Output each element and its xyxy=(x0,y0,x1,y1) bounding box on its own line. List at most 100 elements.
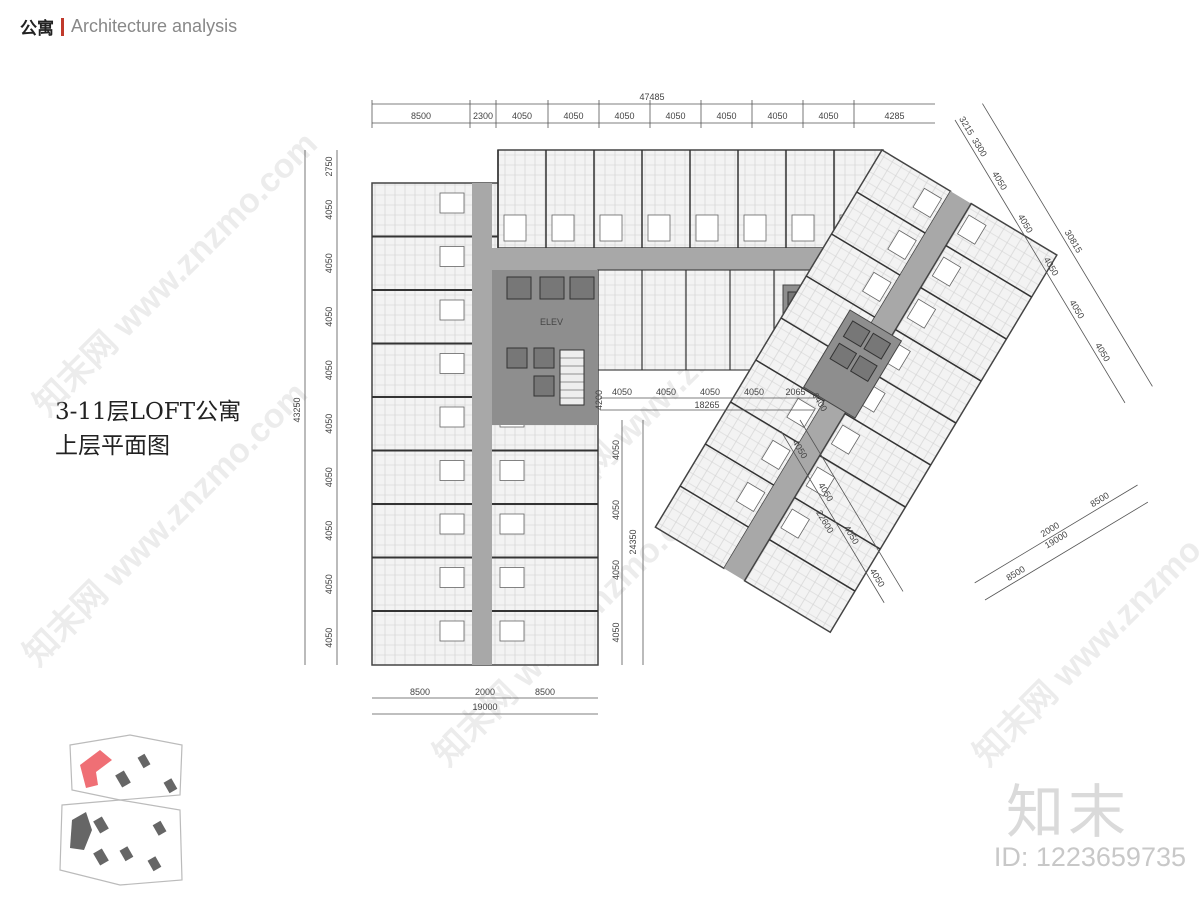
dim-bottom-seg: 2000 xyxy=(475,687,495,697)
bathroom xyxy=(695,214,719,242)
dim-bottom-seg: 8500 xyxy=(410,687,430,697)
dim-total-top: 47485 xyxy=(639,92,664,102)
bathroom xyxy=(957,214,987,245)
room-wall xyxy=(869,370,957,424)
dim-left-seg: 4050 xyxy=(324,521,334,541)
room-wall xyxy=(794,496,881,550)
dim-left-seg: 4050 xyxy=(324,628,334,648)
room-wall xyxy=(679,485,750,528)
dim-mid-seg: 4050 xyxy=(612,387,632,397)
dim-mid-seg: 4050 xyxy=(656,387,676,397)
dim-total-left: 43250 xyxy=(292,397,302,422)
bathroom xyxy=(830,424,861,455)
dim-right-seg: 3215 xyxy=(957,115,976,137)
bathroom xyxy=(647,214,671,242)
bathroom xyxy=(551,214,575,242)
room-wall xyxy=(730,401,800,444)
dim-left-seg: 4050 xyxy=(324,307,334,327)
bottom-dimension: 8500 2000 8500 19000 xyxy=(372,687,598,715)
bathroom xyxy=(439,406,465,428)
bathroom xyxy=(499,620,525,642)
dim-mid-seg: 4050 xyxy=(700,387,720,397)
plan-title: 3-11层LOFT公寓上层平面图 xyxy=(55,399,242,459)
header-category: 公寓 xyxy=(20,19,54,39)
dim-bottom-seg: 8500 xyxy=(535,687,555,697)
room-wall xyxy=(895,328,982,382)
room-wall xyxy=(945,244,1033,298)
dim-left-seg: 4050 xyxy=(324,467,334,487)
bathroom xyxy=(786,397,816,428)
dim-left-seg: 4050 xyxy=(324,200,334,220)
dim-left-seg: 4050 xyxy=(324,360,334,380)
site-highlight xyxy=(80,750,112,788)
dim-left-seg: 2750 xyxy=(324,156,334,176)
dim-left-seg: 4050 xyxy=(324,253,334,273)
dim-top-seg: 4285 xyxy=(884,111,904,121)
dim-top-seg: 4050 xyxy=(818,111,838,121)
dim-top-seg: 4050 xyxy=(716,111,736,121)
dim-top-seg: 8500 xyxy=(411,111,431,121)
room-wall xyxy=(819,454,906,508)
left-dimension: 43250 2750 4050 4050 4050 4050 4050 4050 4050 40… xyxy=(292,150,338,665)
bathroom xyxy=(599,214,623,242)
bathroom xyxy=(499,460,525,481)
header-subtitle: Architecture analysis xyxy=(71,16,238,36)
dim-total-right: 30815 xyxy=(1063,228,1084,255)
dim-top-seg: 4050 xyxy=(767,111,787,121)
room-wall xyxy=(920,286,1007,340)
dim-inner-seg: 4050 xyxy=(611,440,621,460)
bathroom xyxy=(780,508,810,539)
bathroom xyxy=(439,246,465,267)
header-divider xyxy=(61,17,64,36)
room-wall xyxy=(844,412,932,466)
dim-top-seg: 4050 xyxy=(563,111,583,121)
dim-right-seg: 4050 xyxy=(1067,298,1086,320)
bathroom xyxy=(743,214,767,242)
dim-left-seg: 4050 xyxy=(324,574,334,594)
room-wall xyxy=(755,359,825,402)
bathroom xyxy=(805,466,836,497)
dim-inner-seg: 4050 xyxy=(611,622,621,642)
dim-inner-seg: 4050 xyxy=(611,500,621,520)
dim-right-seg: 4050 xyxy=(990,170,1009,192)
site-key-plan xyxy=(59,734,183,886)
dim-mid-seg: 4050 xyxy=(744,387,764,397)
brand-id: ID: 1223659735 xyxy=(993,842,1186,872)
bathroom xyxy=(439,353,465,374)
bathroom xyxy=(931,256,962,287)
dim-inner: 24350 xyxy=(628,529,638,554)
diagonal-core xyxy=(802,309,903,419)
brand-logo: 知末 xyxy=(1005,778,1130,846)
dim-total-mid: 18265 xyxy=(694,400,719,410)
bathroom xyxy=(439,513,465,535)
bathroom xyxy=(439,192,465,214)
bathroom xyxy=(439,567,465,588)
bathroom xyxy=(439,620,465,642)
bathroom xyxy=(761,439,791,470)
dim-bottom-total: 19000 xyxy=(472,702,497,712)
dim-mid-small: 4200 xyxy=(594,390,604,410)
dim-wing-bottom-seg: 8500 xyxy=(1089,490,1111,509)
dim-left-seg: 4050 xyxy=(324,414,334,434)
bathroom xyxy=(499,567,525,588)
room-wall xyxy=(831,233,901,276)
bathroom xyxy=(791,214,815,242)
bathroom xyxy=(503,214,527,242)
bathroom xyxy=(735,481,766,512)
dim-mid-seg: 2065 xyxy=(785,387,805,397)
room-wall xyxy=(856,191,926,234)
bathroom xyxy=(912,187,943,218)
dim-right-seg: 3300 xyxy=(970,136,989,158)
bathroom xyxy=(906,298,937,329)
bathroom xyxy=(887,229,917,260)
room-wall xyxy=(805,275,876,318)
bathroom xyxy=(439,460,465,481)
dim-top-seg: 4050 xyxy=(665,111,685,121)
dim-right-seg: 4050 xyxy=(1093,341,1112,363)
dim-top-seg: 2300 xyxy=(473,111,493,121)
dim-wing-bottom-seg: 8500 xyxy=(1005,564,1027,583)
